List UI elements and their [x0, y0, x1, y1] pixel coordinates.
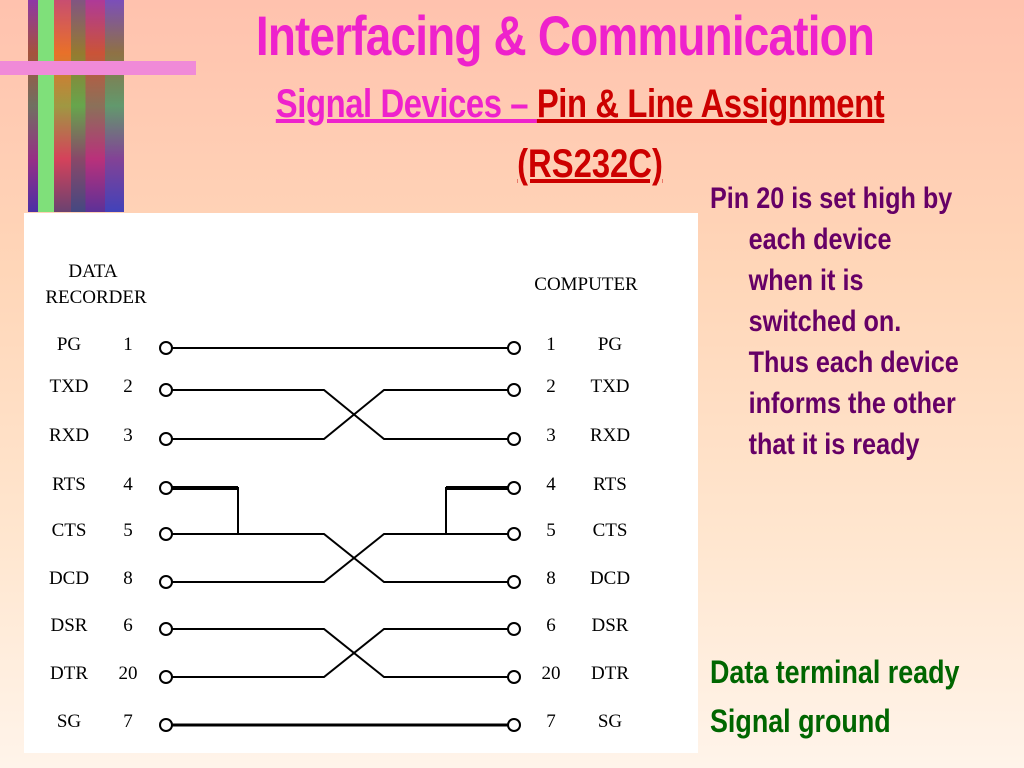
right-terminal-rxd [507, 432, 521, 446]
legend-sg: Signal ground [710, 703, 891, 739]
decorative-green-bar [38, 0, 54, 212]
right-pin-rxd: 3 [546, 425, 556, 446]
right-pin-rts: 4 [546, 474, 556, 495]
right-signal-dsr: DSR [592, 615, 629, 636]
subtitle-signal-devices: Signal Devices – [275, 82, 537, 126]
subtitle-rs232c: (RS232C) [517, 142, 663, 186]
right-terminal-dtr [507, 670, 521, 684]
left-pin-rts: 4 [123, 474, 133, 495]
right-signal-txd: TXD [590, 376, 629, 397]
left-terminal-txd [159, 383, 173, 397]
right-pin-dsr: 6 [546, 615, 556, 636]
legend-dtr: Data terminal ready [710, 654, 960, 690]
left-header-recorder: RECORDER [45, 287, 147, 308]
right-signal-rxd: RXD [590, 425, 630, 446]
note-first-line: Pin 20 is set high by [710, 182, 953, 215]
slide-subtitle: Signal Devices – Pin & Line Assignment [227, 80, 932, 128]
right-terminal-dcd [507, 575, 521, 589]
left-signal-pg: PG [57, 334, 82, 355]
pin20-note: Pin 20 is set high by each device when i… [710, 178, 962, 465]
left-signal-txd: TXD [49, 376, 88, 397]
left-signal-dcd: DCD [49, 568, 89, 589]
note-continuation: each device when it is switched on. Thus… [748, 223, 959, 461]
right-signal-dcd: DCD [590, 568, 630, 589]
right-pin-dtr: 20 [542, 663, 561, 684]
right-signal-sg: SG [598, 711, 623, 732]
left-header-data: DATA [68, 261, 117, 282]
wire-rts-cts-right [445, 487, 508, 535]
left-terminal-rxd [159, 432, 173, 446]
left-signal-cts: CTS [52, 520, 87, 541]
wire-dsr-to-dtr [172, 628, 508, 678]
right-pin-txd: 2 [546, 376, 556, 397]
right-pin-pg: 1 [546, 334, 556, 355]
left-pin-dtr: 20 [119, 663, 138, 684]
wire-dcd-to-cts [172, 533, 508, 583]
left-pin-rxd: 3 [123, 425, 133, 446]
right-signal-dtr: DTR [591, 663, 629, 684]
left-terminal-pg [159, 341, 173, 355]
left-terminal-sg [159, 718, 173, 732]
left-terminal-dtr [159, 670, 173, 684]
wire-rxd-to-txd [172, 389, 508, 440]
left-pin-pg: 1 [123, 334, 133, 355]
wiring-diagram-panel: DATA RECORDER COMPUTER PG 1 1 PG TXD 2 2 TXD RXD… [24, 213, 698, 753]
wire-dtr-to-dsr [172, 628, 508, 678]
right-pin-dcd: 8 [546, 568, 556, 589]
left-terminal-rts [159, 481, 173, 495]
left-pin-dcd: 8 [123, 568, 133, 589]
subtitle-pin-line: Pin & Line Assignment [536, 82, 885, 126]
wires [172, 347, 508, 727]
wire-txd-to-rxd [172, 389, 508, 440]
left-pin-cts: 5 [123, 520, 133, 541]
right-terminal-sg [507, 718, 521, 732]
right-signal-rts: RTS [593, 474, 627, 495]
wiring-diagram: DATA RECORDER COMPUTER PG 1 1 PG TXD 2 2 TXD RXD… [45, 261, 638, 732]
right-pin-cts: 5 [546, 520, 556, 541]
left-pin-dsr: 6 [123, 615, 133, 636]
wire-rts-cts-left [172, 487, 239, 535]
right-terminal-txd [507, 383, 521, 397]
right-terminal-cts [507, 527, 521, 541]
left-signal-dsr: DSR [51, 615, 88, 636]
decorative-pink-bar [0, 61, 196, 75]
left-terminal-dsr [159, 622, 173, 636]
pin-rows: PG 1 1 PG TXD 2 2 TXD RXD 3 3 RXD RTS 4 4 RTS CTS 5 5 CTS DC… [49, 334, 630, 732]
right-terminal-pg [507, 341, 521, 355]
left-signal-dtr: DTR [50, 663, 88, 684]
left-signal-sg: SG [57, 711, 82, 732]
right-terminal-rts [507, 481, 521, 495]
left-terminal-dcd [159, 575, 173, 589]
left-signal-rxd: RXD [49, 425, 89, 446]
right-signal-cts: CTS [593, 520, 628, 541]
left-pin-sg: 7 [123, 711, 133, 732]
left-pin-txd: 2 [123, 376, 133, 397]
left-terminal-cts [159, 527, 173, 541]
slide-title: Interfacing & Communication [255, 4, 875, 67]
right-signal-pg: PG [598, 334, 623, 355]
left-signal-rts: RTS [52, 474, 86, 495]
right-header-computer: COMPUTER [534, 274, 638, 295]
right-terminal-dsr [507, 622, 521, 636]
wire-cts-to-dcd [172, 533, 508, 583]
right-pin-sg: 7 [546, 711, 556, 732]
